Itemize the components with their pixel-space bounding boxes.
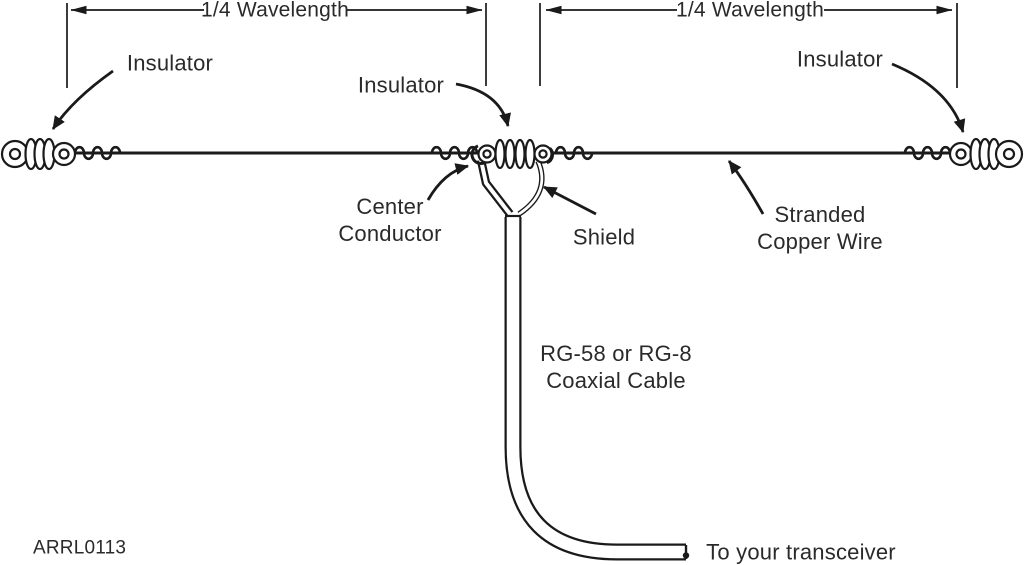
- coil-left: [73, 145, 122, 161]
- arrow-shield: [543, 185, 597, 216]
- shield-strip: [517, 159, 545, 217]
- insulator-center-label: Insulator: [357, 72, 445, 98]
- arrow-stranded-wire: [727, 160, 765, 215]
- wire-coils: [73, 145, 952, 161]
- arrow-center-conductor: [426, 163, 469, 201]
- dimension-label-left: 1/4 Wavelength: [201, 0, 349, 22]
- insulator-left-label: Insulator: [126, 50, 214, 76]
- dimension-right: [539, 3, 958, 88]
- leader-arrows: [51, 62, 966, 216]
- center-conductor-label: Center Conductor: [338, 194, 442, 246]
- dimension-left: [66, 3, 487, 88]
- dimension-label-right: 1/4 Wavelength: [676, 0, 824, 22]
- arrow-insulator-center: [455, 82, 511, 127]
- center-conductor-strip: [476, 159, 514, 217]
- figure-id-label: ARRL0113: [33, 537, 127, 559]
- insulator-right-graphic: [948, 137, 1024, 171]
- arrow-insulator-left: [51, 69, 114, 130]
- coax-end-tip: [682, 552, 690, 559]
- coil-right: [903, 145, 952, 161]
- coax-cable-label: RG-58 or RG-8 Coaxial Cable: [540, 341, 692, 393]
- coax-cable-graphic: [504, 214, 690, 561]
- insulator-right-label: Insulator: [796, 46, 884, 72]
- arrow-insulator-right: [891, 62, 966, 133]
- to-transceiver-label: To your transceiver: [706, 539, 896, 565]
- shield-label: Shield: [572, 224, 636, 250]
- stranded-copper-wire-label: Stranded Copper Wire: [757, 202, 883, 254]
- coil-center-right: [554, 145, 594, 161]
- insulator-left-graphic: [0, 137, 77, 171]
- wire-eye-wraps: [470, 144, 555, 165]
- coil-center-left: [430, 145, 479, 161]
- insulator-center-graphic: [477, 138, 553, 170]
